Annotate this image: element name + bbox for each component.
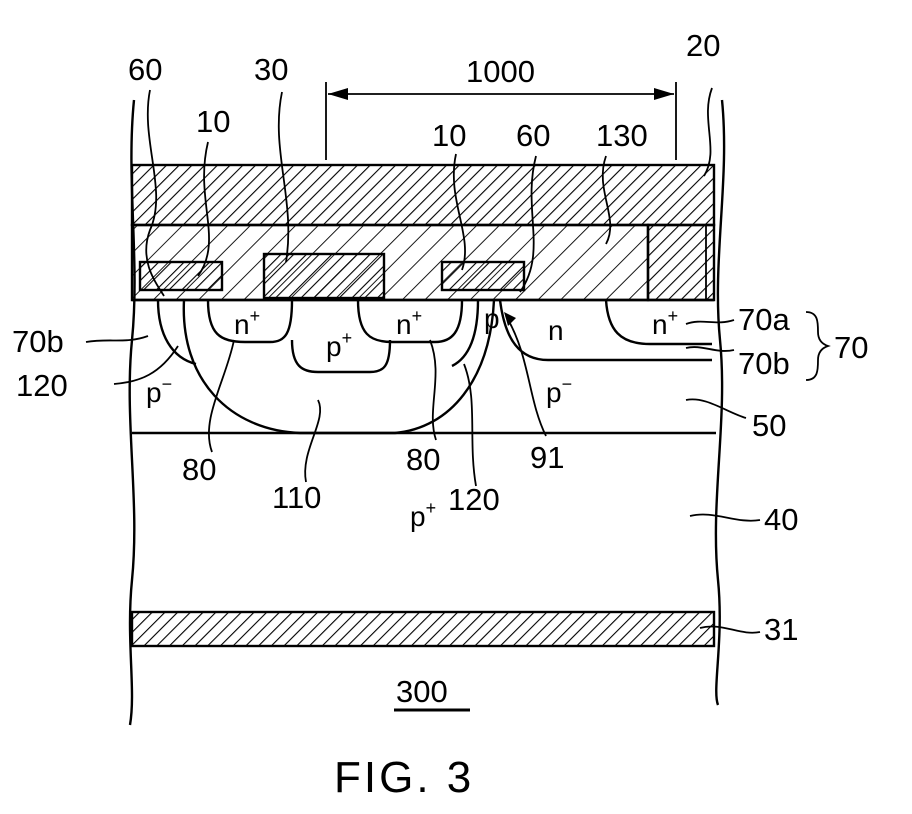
doping-n-plus-3: n+	[652, 306, 678, 340]
body-well-110	[184, 300, 494, 433]
ref-80-left: 80	[182, 452, 216, 487]
ref-50: 50	[752, 408, 786, 443]
ref-40: 40	[764, 502, 798, 537]
ref-120-mid: 120	[448, 482, 500, 517]
electrode-contact-130	[648, 225, 714, 300]
doping-n-plus-1: n+	[234, 306, 260, 340]
bottom-electrode-31	[132, 612, 714, 646]
ref-70: 70	[834, 330, 868, 365]
right-break-line	[716, 100, 724, 705]
leader-40	[690, 514, 760, 520]
ref-80-mid: 80	[406, 442, 440, 477]
ref-120-left: 120	[16, 368, 68, 403]
leader-120-mid	[464, 364, 476, 486]
doping-n-plus-2: n+	[396, 306, 422, 340]
leader-70a	[686, 320, 734, 324]
ref-91: 91	[530, 440, 564, 475]
doping-p-minus-left: p−	[146, 374, 172, 408]
dim-arrow-right	[654, 88, 674, 100]
ref-70b-right: 70b	[738, 346, 790, 381]
gate-electrode-right	[442, 262, 524, 290]
leader-80-left	[209, 340, 234, 452]
ref-70b-left: 70b	[12, 324, 64, 359]
ref-10-mid: 10	[432, 118, 466, 153]
ref-60-left: 60	[128, 52, 162, 87]
dim-arrow-left	[328, 88, 348, 100]
leader-80-mid	[430, 340, 436, 440]
ref-70a: 70a	[738, 302, 790, 337]
doping-p-plus-substrate: p+	[410, 498, 436, 532]
gate-electrode-center	[264, 254, 384, 298]
ref-20: 20	[686, 28, 720, 63]
doping-p-plus-region: p+	[326, 328, 352, 362]
ref-60-mid: 60	[516, 118, 550, 153]
ref-1000: 1000	[466, 54, 535, 89]
leader-20	[704, 88, 712, 176]
doping-p-minus-right: p−	[546, 374, 572, 408]
brace-70	[806, 312, 828, 380]
ref-130: 130	[596, 118, 648, 153]
ref-31: 31	[764, 612, 798, 647]
leader-70b-right	[686, 347, 734, 351]
figure-caption: FIG. 3	[334, 753, 474, 802]
leader-50	[686, 399, 746, 418]
leader-70b-left	[86, 336, 148, 342]
leader-110	[305, 400, 320, 482]
leader-91	[506, 316, 546, 436]
ref-110: 110	[272, 480, 321, 515]
substrate-label-300: 300	[396, 674, 448, 709]
ref-10-left: 10	[196, 104, 230, 139]
doping-p-small: p	[484, 303, 500, 334]
ref-30: 30	[254, 52, 288, 87]
top-electrode-layer	[132, 165, 714, 225]
doping-n-region: n	[548, 315, 564, 346]
